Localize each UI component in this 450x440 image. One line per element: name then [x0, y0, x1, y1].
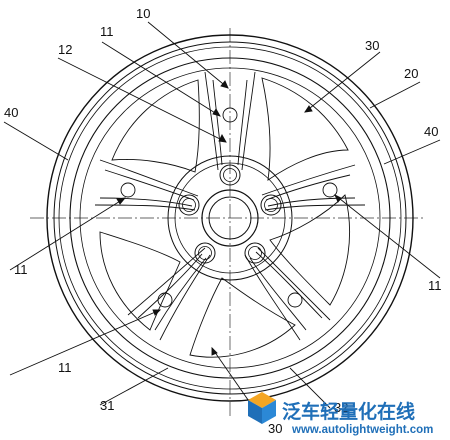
label-40-right: 40 [424, 124, 438, 139]
label-11-left: 11 [14, 262, 28, 277]
label-20: 20 [404, 66, 418, 81]
label-10: 10 [136, 6, 150, 21]
rim [46, 34, 414, 402]
label-32: 32 [334, 400, 348, 415]
label-11-bottom: 11 [58, 360, 72, 375]
spokes [94, 71, 366, 341]
hub [167, 155, 293, 281]
label-11-top: 11 [100, 24, 114, 39]
label-40-left: 40 [4, 105, 18, 120]
label-30-top: 30 [365, 38, 379, 53]
label-31: 31 [100, 398, 114, 413]
label-30-bottom: 30 [268, 421, 282, 436]
watermark: 泛车轻量化在线 www.autolightweight.com [248, 392, 433, 436]
watermark-chinese: 泛车轻量化在线 [282, 400, 415, 423]
label-12: 12 [58, 42, 72, 57]
reference-labels: 10 11 12 30 20 40 40 11 11 11 31 32 30 [4, 6, 442, 436]
watermark-url: www.autolightweight.com [291, 424, 433, 436]
centerlines [30, 28, 425, 418]
leader-lines [3, 21, 441, 421]
watermark-logo-icon [248, 392, 276, 424]
label-11-right: 11 [428, 278, 442, 293]
